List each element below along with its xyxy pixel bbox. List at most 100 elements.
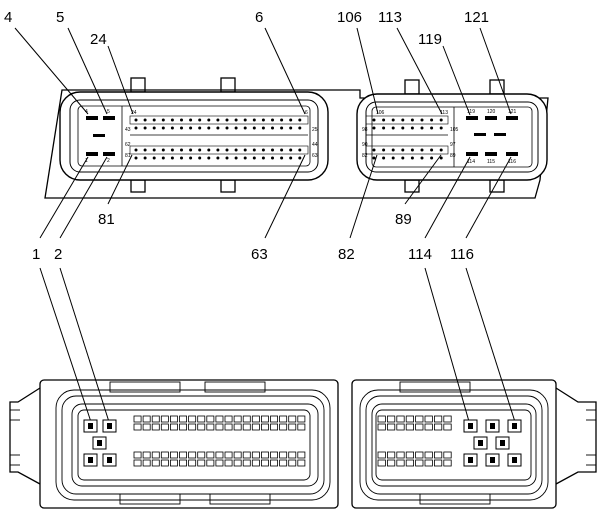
small-pin	[289, 118, 293, 122]
small-pin	[198, 148, 202, 152]
small-label-43: 43	[125, 127, 131, 133]
pin-121	[506, 116, 518, 120]
socket	[233, 415, 242, 423]
bottom-right-connector	[351, 379, 597, 509]
pin-5	[103, 116, 115, 120]
small-pin	[289, 148, 293, 152]
socket	[160, 451, 169, 459]
small-pin	[372, 148, 376, 152]
socket	[242, 423, 251, 431]
small-pin	[207, 126, 211, 130]
small-label-105: 105	[450, 127, 459, 133]
small-pin	[180, 148, 183, 152]
small-label-97: 97	[450, 142, 456, 148]
socket	[297, 415, 306, 423]
small-pin	[134, 148, 138, 152]
socket	[169, 459, 178, 467]
small-pin	[289, 156, 293, 160]
socket	[179, 423, 187, 431]
socket	[279, 459, 288, 467]
small-label-5: 5	[107, 109, 110, 115]
small-pin	[152, 126, 156, 130]
pin-114	[466, 152, 478, 156]
socket	[270, 451, 278, 459]
bottom-left-small-pin-grid	[133, 415, 306, 467]
socket	[279, 415, 288, 423]
socket	[197, 423, 206, 431]
small-pin	[152, 118, 156, 122]
socket	[179, 459, 187, 467]
socket	[151, 415, 160, 423]
small-label-82: 82	[362, 153, 368, 159]
socket	[215, 459, 224, 467]
small-pin	[170, 156, 174, 160]
small-pin	[152, 148, 156, 152]
socket	[443, 451, 452, 459]
socket	[260, 459, 269, 467]
small-pin	[430, 148, 434, 152]
small-pin	[216, 156, 220, 160]
small-pin	[243, 156, 247, 160]
small-pin	[382, 156, 386, 160]
large-socket-pin	[512, 423, 517, 429]
bottom-right-large-pins	[463, 419, 522, 467]
socket	[160, 459, 169, 467]
socket	[415, 459, 424, 467]
small-pin	[298, 118, 302, 122]
socket	[443, 423, 452, 431]
callout-81: 81	[98, 211, 115, 228]
callout-6: 6	[255, 9, 263, 26]
socket	[260, 415, 269, 423]
socket	[279, 423, 288, 431]
socket	[288, 415, 297, 423]
callout-116: 116	[450, 246, 474, 263]
small-pin	[198, 118, 202, 122]
callout-121: 121	[464, 9, 489, 26]
socket	[396, 459, 405, 467]
small-pin	[207, 118, 211, 122]
small-pin	[372, 118, 376, 122]
socket	[424, 451, 433, 459]
socket	[142, 423, 151, 431]
socket	[424, 415, 433, 423]
small-pin	[410, 126, 414, 130]
socket	[270, 415, 278, 423]
pin-120	[485, 116, 497, 120]
socket	[206, 459, 215, 467]
small-pin	[261, 148, 265, 152]
socket	[424, 459, 433, 467]
large-socket-pin	[107, 423, 112, 429]
small-pin	[391, 126, 395, 130]
small-pin	[280, 156, 284, 160]
small-pin	[401, 148, 405, 152]
socket	[160, 423, 169, 431]
large-socket-pin	[468, 457, 473, 463]
socket	[179, 415, 187, 423]
socket	[251, 423, 260, 431]
socket	[297, 423, 306, 431]
pin-115	[485, 152, 497, 156]
small-pin	[180, 126, 183, 130]
small-pin	[243, 118, 247, 122]
socket	[260, 423, 269, 431]
small-pin	[372, 126, 376, 130]
small-label-44: 44	[312, 142, 318, 148]
socket	[386, 451, 396, 459]
callout-113: 113	[378, 9, 402, 26]
socket	[297, 459, 306, 467]
small-pin	[143, 126, 147, 130]
small-pin	[271, 126, 274, 130]
small-pin	[143, 118, 147, 122]
socket	[242, 459, 251, 467]
socket	[224, 459, 233, 467]
small-pin	[298, 148, 302, 152]
small-pin	[252, 126, 256, 130]
small-pin	[225, 126, 229, 130]
large-socket-pin	[97, 440, 102, 446]
small-pin	[271, 118, 274, 122]
large-socket-pin	[88, 457, 93, 463]
callout-114: 114	[408, 246, 432, 263]
callout-89: 89	[395, 211, 412, 228]
socket	[169, 451, 178, 459]
small-pin	[430, 118, 434, 122]
